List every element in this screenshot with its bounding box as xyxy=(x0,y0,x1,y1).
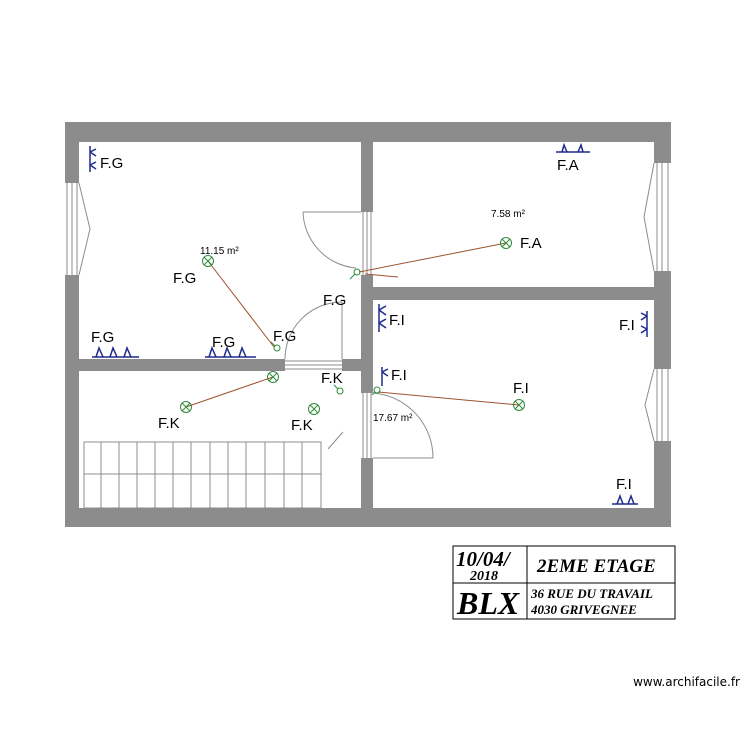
windows xyxy=(66,162,669,442)
area-labels: 11.15 m² 7.58 m² 17.67 m² xyxy=(200,209,526,424)
door-top-right-room xyxy=(302,211,372,275)
door-bottom-right-room xyxy=(362,392,434,459)
wall-left xyxy=(65,122,79,527)
lamp-fk-left xyxy=(180,401,192,413)
switch-fi xyxy=(371,386,381,396)
door-hall xyxy=(284,301,343,370)
outlet-fi-switch xyxy=(381,367,389,386)
window-right-top xyxy=(643,162,669,272)
label-fg-top-left: F.G xyxy=(100,155,123,172)
switch-fa xyxy=(349,268,361,280)
label-fk-lamp-left: F.K xyxy=(158,415,180,432)
window-right-bottom xyxy=(644,368,669,442)
outlet-fa-top xyxy=(556,142,590,153)
outlet-fi-center xyxy=(378,304,387,332)
wiring xyxy=(185,242,520,408)
title-address-line1: 36 RUE DU TRAVAIL xyxy=(530,586,653,601)
label-fg-switch: F.G xyxy=(273,328,296,345)
label-fk-switch: F.K xyxy=(321,370,343,387)
lamps xyxy=(180,237,525,415)
lamp-fg xyxy=(202,255,214,267)
title-floor: 2EME ETAGE xyxy=(536,556,656,577)
switch-fg xyxy=(270,341,281,352)
label-fi-right-top: F.I xyxy=(619,317,635,334)
wall-center-vertical xyxy=(361,122,373,527)
label-fa-top: F.A xyxy=(557,157,579,174)
label-fi-switch: F.I xyxy=(391,367,407,384)
walls xyxy=(65,122,671,527)
label-fi-center: F.I xyxy=(389,312,405,329)
switch-fk xyxy=(333,384,344,395)
outlet-fi-right-top xyxy=(640,311,648,337)
label-fg-bottom-mid: F.G xyxy=(212,334,235,351)
switches xyxy=(270,268,381,396)
title-block: 10/04/ 2018 2EME ETAGE BLX 36 RUE DU TRA… xyxy=(452,545,676,621)
outlet-fi-bottom-right xyxy=(612,493,638,505)
watermark: www.archifacile.fr xyxy=(633,675,740,689)
title-code: BLX xyxy=(456,585,520,621)
doors xyxy=(284,211,434,459)
outlets xyxy=(89,142,648,505)
area-room-left: 11.15 m² xyxy=(200,246,239,257)
area-room-top-right: 7.58 m² xyxy=(491,209,526,220)
lamp-fa xyxy=(500,237,512,249)
outlet-fg-bottom-left xyxy=(92,345,139,358)
label-fi-lamp: F.I xyxy=(513,380,529,397)
lamp-fk-mid xyxy=(308,403,320,415)
title-date-line1: 10/04/ xyxy=(456,547,512,571)
outlet-fg-bottom-mid xyxy=(205,345,256,358)
window-left xyxy=(66,182,91,276)
label-fk-lamp-mid: F.K xyxy=(291,417,313,434)
title-address-line2: 4030 GRIVEGNEE xyxy=(530,602,637,617)
label-fi-bottom-right: F.I xyxy=(616,476,632,493)
label-fg-lamp: F.G xyxy=(173,270,196,287)
label-fg-bottom-left: F.G xyxy=(91,329,114,346)
circuit-labels: F.G F.A F.A F.G F.G F.I F.I F.G F.G F.G … xyxy=(91,155,635,493)
title-date-line2: 2018 xyxy=(469,569,498,584)
lamp-hall xyxy=(267,371,279,383)
stairs xyxy=(83,441,322,509)
area-room-bottom-right: 17.67 m² xyxy=(373,413,413,424)
lamp-fi xyxy=(513,399,525,411)
outlet-fg-top-left xyxy=(89,146,97,172)
wall-right-horizontal xyxy=(361,287,671,300)
label-fa-lamp: F.A xyxy=(520,235,542,252)
label-fg-door: F.G xyxy=(323,292,346,309)
